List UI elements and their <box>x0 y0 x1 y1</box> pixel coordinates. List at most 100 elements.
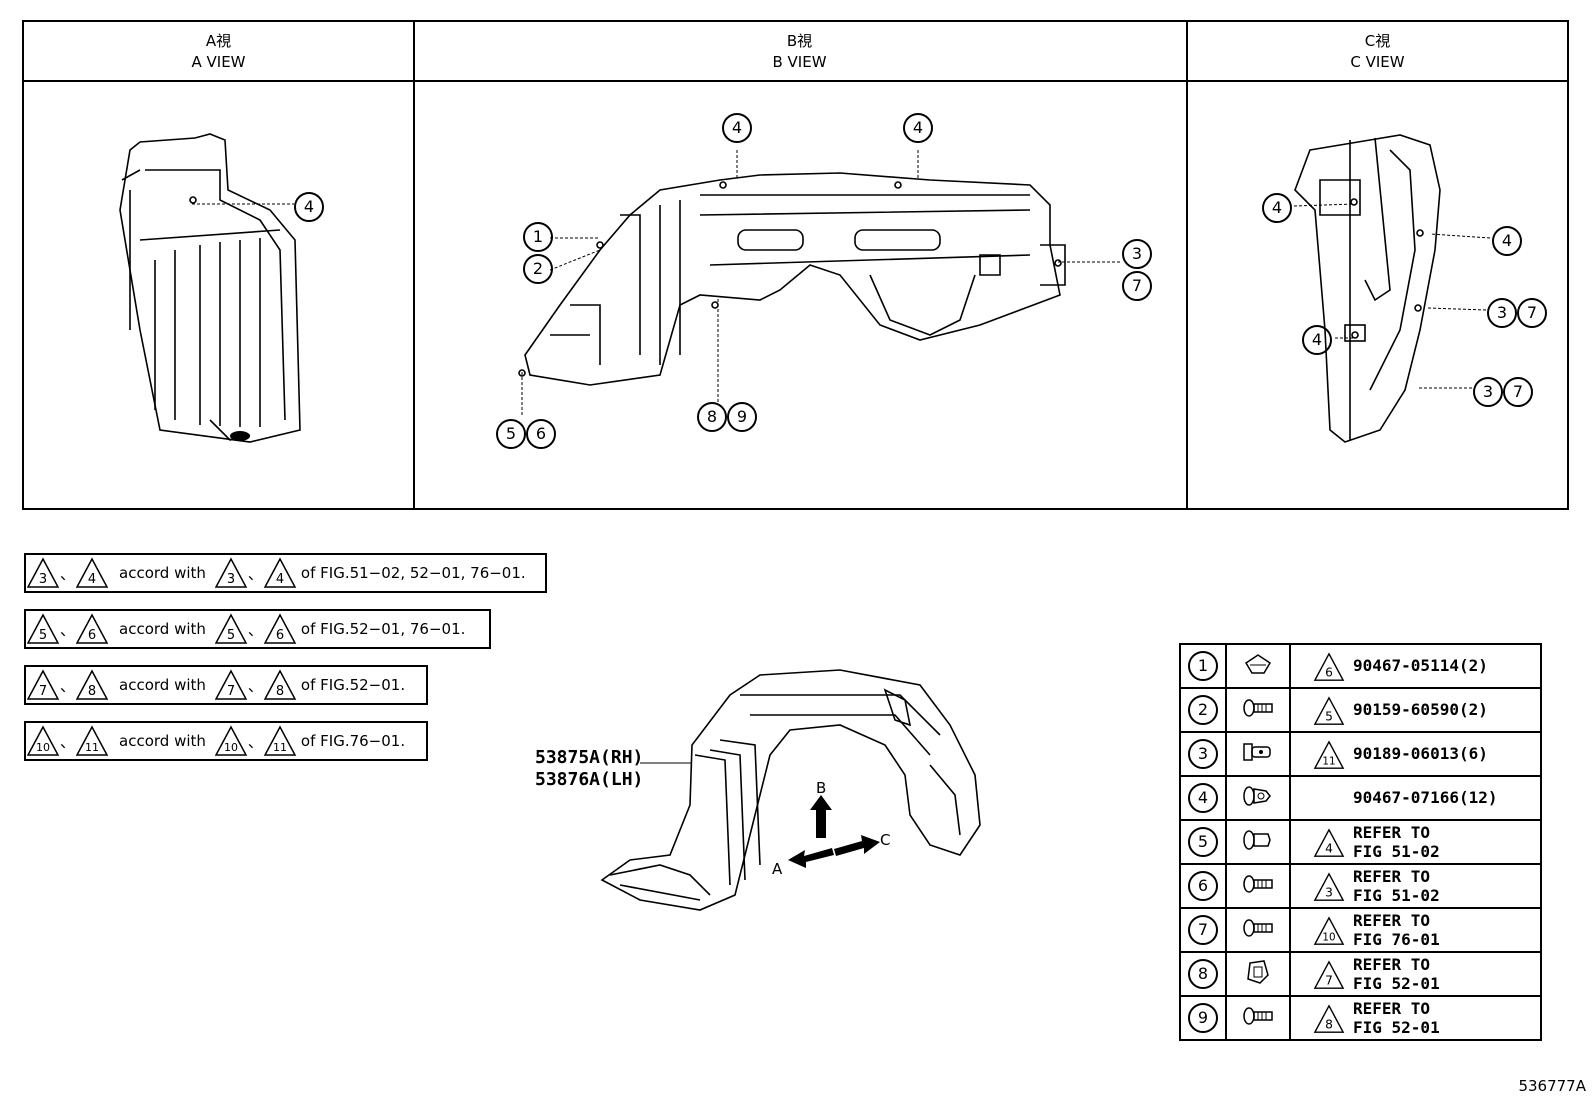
svg-text:7: 7 <box>227 684 235 699</box>
figure-number: 536777A <box>1518 1077 1586 1095</box>
part-detail-cell: 5 90159-60590(2) <box>1289 687 1542 733</box>
callout-5: 5 <box>496 419 526 449</box>
part-icon-cell <box>1225 863 1291 909</box>
screw-icon <box>1243 919 1273 937</box>
arrow-b-label: B <box>816 780 826 797</box>
reference-triangle-icon: 7 <box>26 669 60 700</box>
b-view-drawing <box>518 172 1066 386</box>
svg-text:10: 10 <box>224 741 238 754</box>
note-separator: 、 <box>247 564 263 583</box>
callout-8: 8 <box>697 402 727 432</box>
svg-text:11: 11 <box>273 741 287 754</box>
screw-icon <box>1243 1007 1273 1025</box>
part-icon-cell <box>1225 687 1291 733</box>
direction-arrows: B A C <box>772 780 890 878</box>
svg-text:4: 4 <box>88 572 96 587</box>
c-callout-4-upper-left: 4 <box>1262 193 1292 223</box>
part-index-cell: 3 <box>1179 731 1227 777</box>
svg-text:8: 8 <box>1325 1017 1333 1031</box>
svg-text:6: 6 <box>1325 665 1333 679</box>
note-separator: 、 <box>247 732 263 751</box>
callout-3: 3 <box>1487 298 1517 328</box>
callout-4: 4 <box>1262 193 1292 223</box>
note-separator: 、 <box>60 564 76 583</box>
part-number: 90467-07166(12) <box>1353 788 1498 807</box>
callout-4: 4 <box>903 113 933 143</box>
reference-triangle-icon: 7 <box>214 669 248 700</box>
c-callout-4-right: 4 <box>1492 226 1522 256</box>
reference-triangle-icon: 10 <box>26 725 60 756</box>
part-index: 4 <box>1188 783 1218 813</box>
screw-icon <box>1243 699 1273 717</box>
callout-4: 4 <box>722 113 752 143</box>
part-index: 8 <box>1188 959 1218 989</box>
reference-triangle-icon: 4 <box>263 557 297 588</box>
svg-text:7: 7 <box>1325 973 1333 987</box>
callout-3: 3 <box>1473 377 1503 407</box>
svg-text:6: 6 <box>88 628 96 643</box>
callout-7: 7 <box>1503 377 1533 407</box>
note-figure-ref: of FIG.51−02, 52−01, 76−01. <box>300 564 526 582</box>
part-number-lh: 53876A(LH) <box>535 769 644 790</box>
svg-text:5: 5 <box>227 628 235 643</box>
callout-7: 7 <box>1517 298 1547 328</box>
note-4: 10 、 11 accord with 10 、 11 of FIG.76−01… <box>24 721 428 761</box>
svg-text:11: 11 <box>1322 755 1335 767</box>
nut-icon <box>1247 960 1269 984</box>
svg-text:11: 11 <box>85 741 99 754</box>
part-index: 3 <box>1188 739 1218 769</box>
reference-triangle-icon: 5 <box>1313 696 1345 725</box>
clip-icon <box>1243 786 1271 806</box>
bolt-icon <box>1243 743 1271 761</box>
part-number: 90159-60590(2) <box>1353 700 1488 719</box>
a-view-title: A VIEW <box>191 53 246 71</box>
part-index-cell: 5 <box>1179 819 1227 865</box>
callout-7: 7 <box>1122 271 1152 301</box>
callout-6: 6 <box>526 419 556 449</box>
c-view-panel: C視 C VIEW <box>1186 22 1569 508</box>
reference-triangle-icon: 4 <box>75 557 109 588</box>
note-accord-text: accord with <box>119 732 206 750</box>
a-view-callout: 4 <box>294 192 324 222</box>
a-callout-leader <box>192 203 294 205</box>
svg-text:3: 3 <box>1325 885 1333 899</box>
main-part-label: 53875A(RH) 53876A(LH) <box>535 747 643 791</box>
note-2: 5 、 6 accord with 5 、 6 of FIG.52−01, 76… <box>24 609 491 649</box>
note-figure-ref: of FIG.52−01. <box>300 676 406 694</box>
part-icon-cell <box>1225 907 1291 953</box>
b-callout-4-left: 4 <box>722 113 752 143</box>
reference-triangle-icon: 6 <box>75 613 109 644</box>
parts-row: 4 90467-07166(12) <box>1179 775 1542 821</box>
note-separator: 、 <box>247 676 263 695</box>
part-number: 90467-05114(2) <box>1353 656 1488 675</box>
svg-text:3: 3 <box>39 572 47 587</box>
part-icon-cell <box>1225 731 1291 777</box>
callout-9: 9 <box>727 402 757 432</box>
reference-triangle-icon: 3 <box>214 557 248 588</box>
note-figure-ref: of FIG.52−01, 76−01. <box>300 620 466 638</box>
b-view-panel: B視 B VIEW <box>413 22 1188 508</box>
part-index: 5 <box>1188 827 1218 857</box>
reference-triangle-icon: 5 <box>26 613 60 644</box>
note-figure-ref: of FIG.76−01. <box>300 732 406 750</box>
svg-text:3: 3 <box>227 572 235 587</box>
svg-text:8: 8 <box>276 684 284 699</box>
reference-triangle-icon: 8 <box>75 669 109 700</box>
